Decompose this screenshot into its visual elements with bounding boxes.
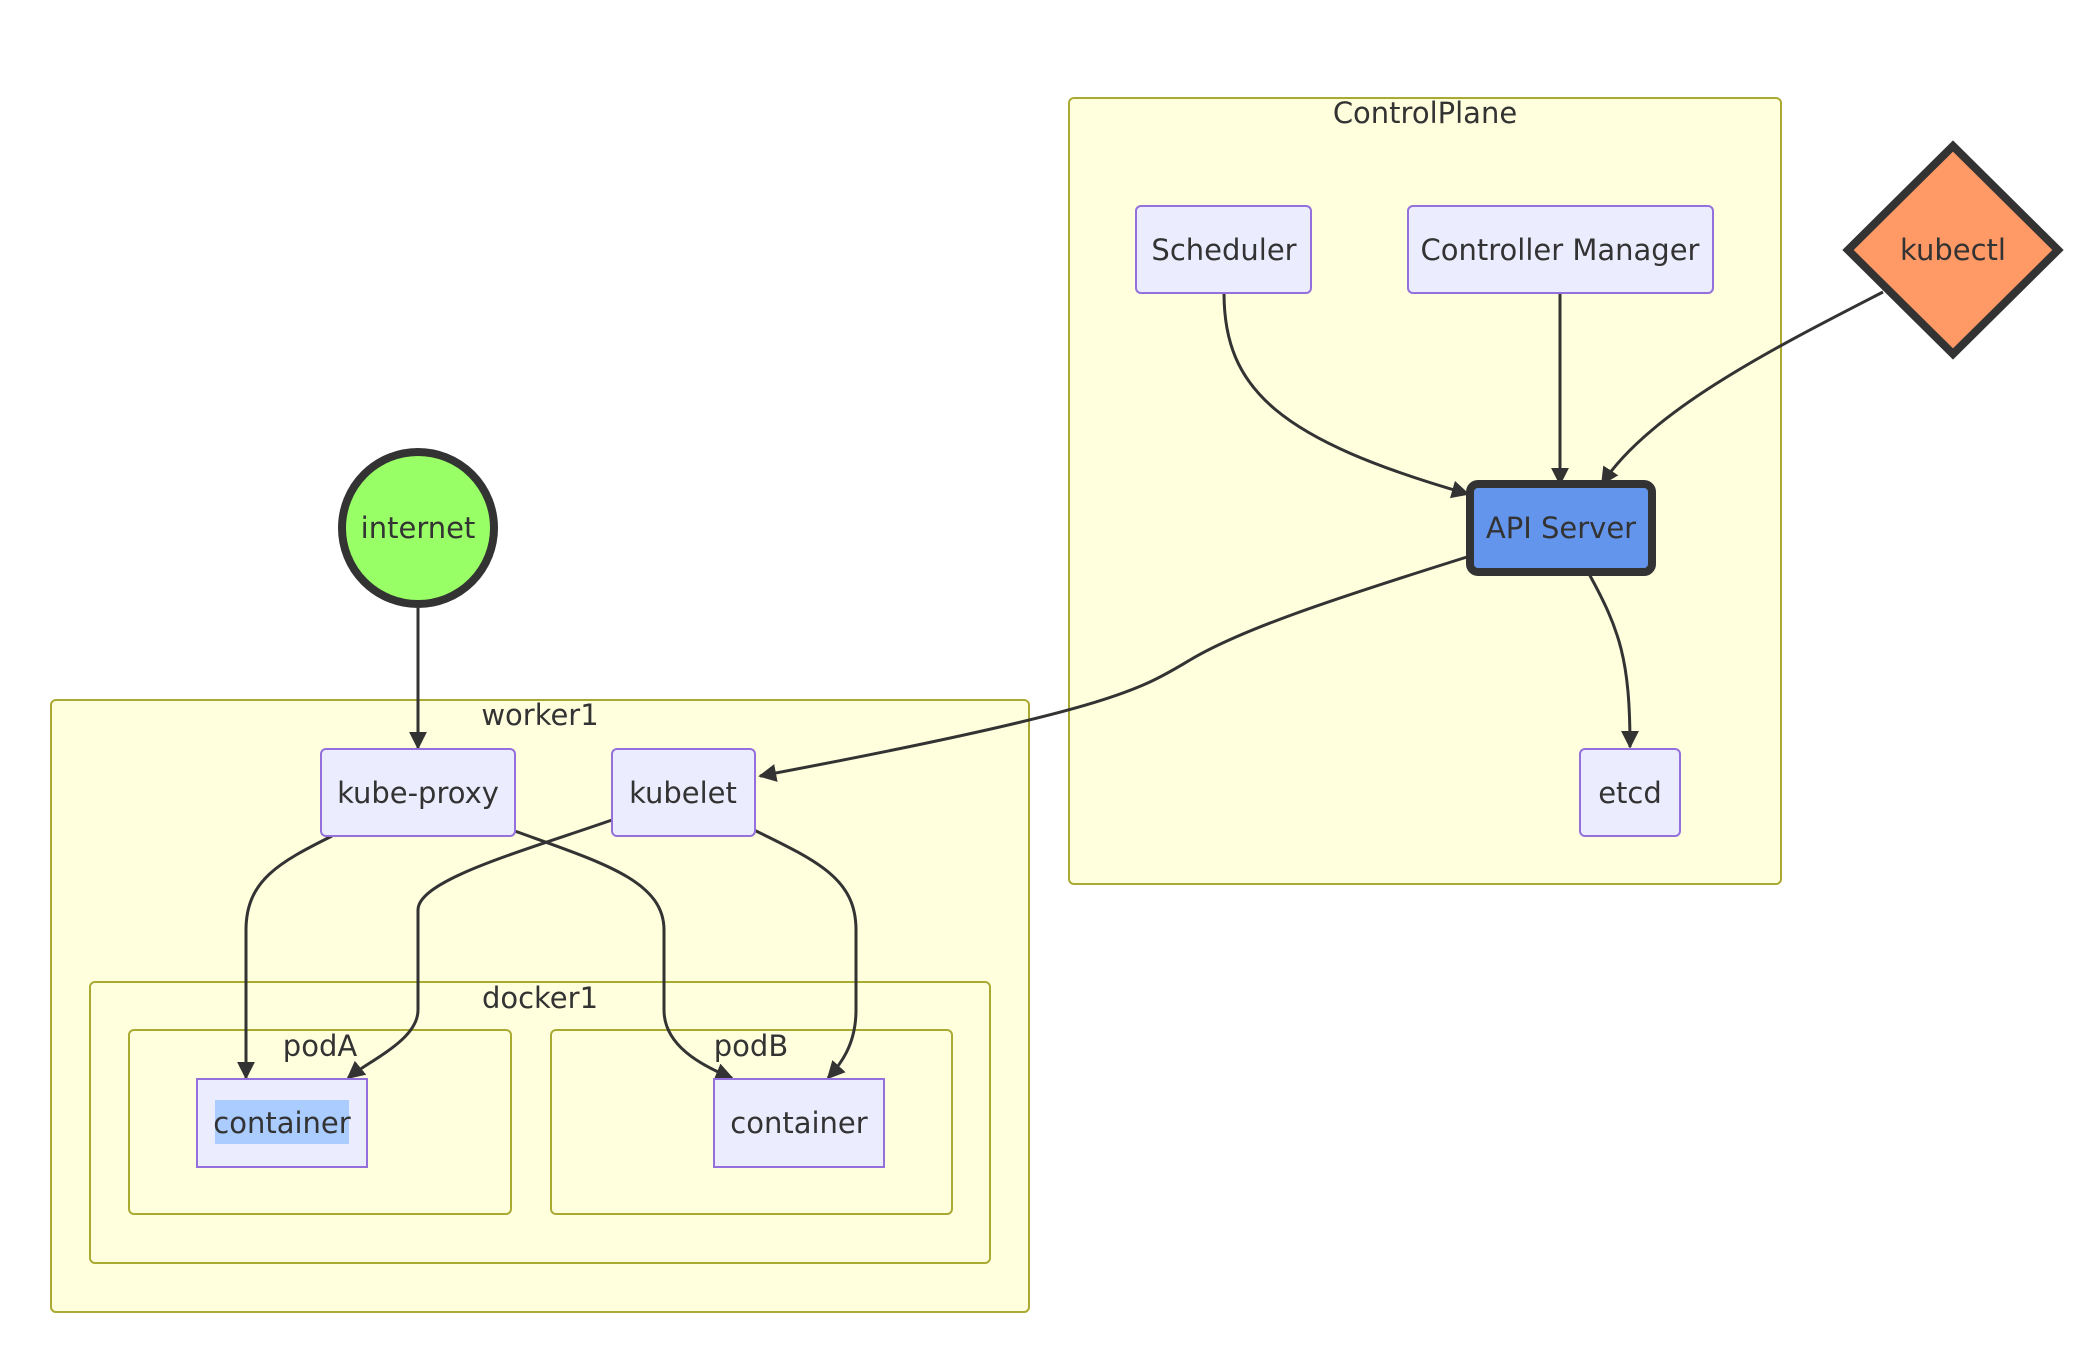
cluster-label-worker1: worker1 [481, 698, 598, 732]
cluster-control-plane: ControlPlane [1068, 96, 1782, 885]
node-container-pod-b[interactable]: container [713, 1078, 885, 1168]
edge-kubelet-to-container-b [753, 828, 858, 1080]
node-label-kubectl: kubectl [1900, 233, 2006, 267]
edge-scheduler-to-api-server [1222, 292, 1470, 499]
node-internet[interactable]: internet [338, 448, 498, 608]
node-container-pod-a[interactable]: container [196, 1078, 368, 1168]
node-label-container-b: container [730, 1106, 867, 1140]
container-a-highlight [215, 1100, 349, 1144]
node-etcd[interactable]: etcd [1579, 748, 1681, 837]
node-label-scheduler: Scheduler [1151, 233, 1296, 267]
node-label-api-server: API Server [1486, 511, 1636, 545]
node-label-controller-manager: Controller Manager [1421, 233, 1700, 267]
node-label-container-a: container [213, 1106, 350, 1140]
node-kubectl[interactable]: kubectl [1842, 140, 2064, 360]
cluster-label-control-plane: ControlPlane [1333, 96, 1517, 130]
node-label-etcd: etcd [1598, 776, 1662, 810]
cluster-label-docker1: docker1 [482, 981, 598, 1015]
edge-api-server-to-etcd [1586, 571, 1639, 749]
edge-kube-proxy-to-container-a [237, 834, 333, 1080]
cluster-label-pod-a: podA [283, 1029, 358, 1063]
node-label-kube-proxy: kube-proxy [337, 776, 499, 810]
edges [237, 290, 1884, 1081]
node-label-internet: internet [361, 511, 476, 545]
cluster-label-pod-b: podB [714, 1029, 788, 1063]
node-scheduler[interactable]: Scheduler [1135, 205, 1312, 294]
edge-api-server-to-kubelet [758, 555, 1468, 782]
node-kubelet[interactable]: kubelet [611, 748, 756, 837]
edge-kube-proxy-to-container-b [511, 828, 734, 1081]
edge-kubelet-to-container-a [346, 818, 613, 1080]
node-api-server[interactable]: API Server [1466, 480, 1656, 576]
node-label-kubelet: kubelet [629, 776, 737, 810]
node-kube-proxy[interactable]: kube-proxy [320, 748, 516, 837]
edge-kubectl-to-api-server [1600, 290, 1884, 486]
node-controller-manager[interactable]: Controller Manager [1407, 205, 1714, 294]
